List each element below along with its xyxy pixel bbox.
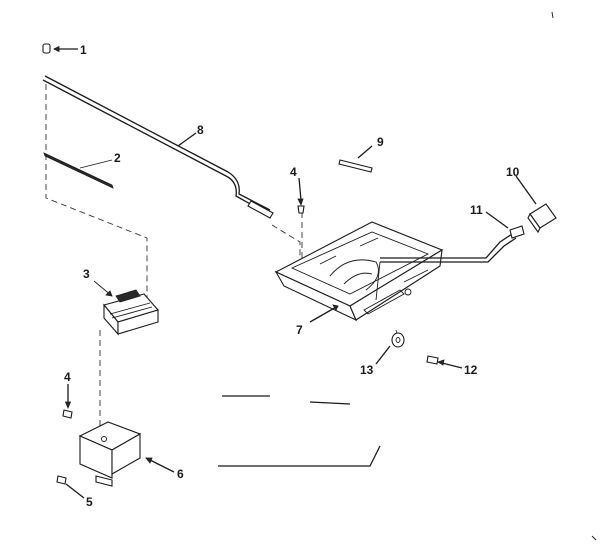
callout-6: 6 — [177, 467, 184, 481]
callout-5: 5 — [86, 495, 93, 509]
scan-specks — [551, 11, 597, 541]
part-1-cap — [42, 43, 78, 54]
part-5-screw — [56, 475, 85, 499]
part-4-screw-top — [297, 177, 305, 214]
part-2-strip — [43, 152, 114, 189]
callout-2: 2 — [114, 151, 121, 165]
part-11-bushing — [485, 211, 525, 239]
part-9-clip — [338, 145, 373, 173]
callout-9: 9 — [377, 135, 384, 149]
part-12-screw — [426, 355, 463, 369]
reference-lines — [218, 395, 381, 467]
part-6-bracket — [78, 421, 175, 487]
callout-12: 12 — [464, 363, 478, 377]
callout-3: 3 — [83, 267, 90, 281]
part-3-switch — [93, 280, 159, 336]
callout-13: 13 — [360, 363, 374, 377]
callout-11: 11 — [470, 203, 483, 217]
callout-1: 1 — [80, 43, 87, 57]
part-10-knob — [515, 175, 557, 234]
callout-7: 7 — [296, 323, 303, 337]
callout-4-top: 4 — [290, 165, 297, 179]
callout-4-left: 4 — [64, 370, 71, 384]
callout-10: 10 — [506, 165, 520, 179]
actuator-arm — [375, 233, 517, 301]
part-7-frame — [274, 221, 444, 323]
callout-8: 8 — [197, 123, 204, 137]
part-4-screw-left — [62, 384, 73, 419]
part-8-rod — [42, 75, 274, 219]
part-13-washer — [375, 332, 405, 365]
